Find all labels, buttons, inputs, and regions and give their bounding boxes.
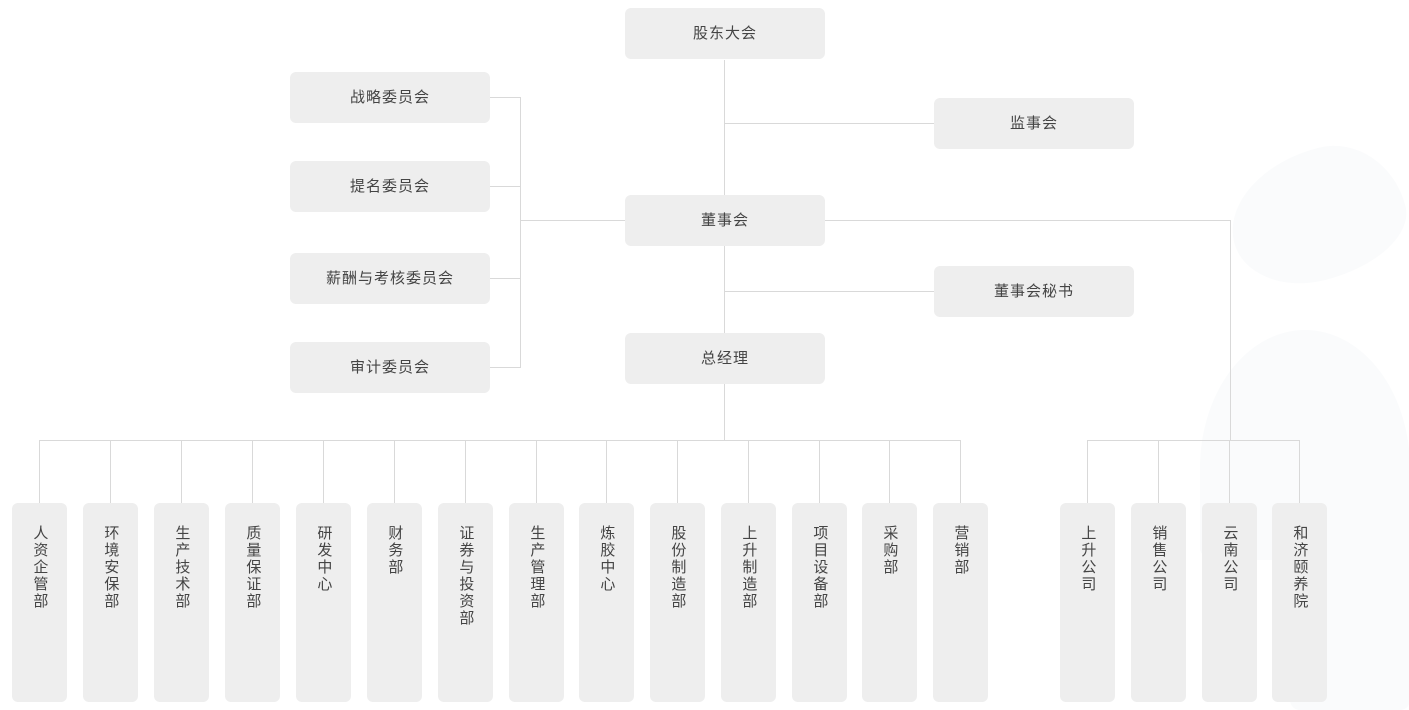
node-committee-remuneration-appraisal[interactable]: 薪酬与考核委员会: [290, 253, 490, 304]
node-subsidiary[interactable]: 销售公司: [1131, 503, 1186, 702]
node-label: 人资企管部: [31, 525, 49, 610]
node-label: 炼胶中心: [598, 525, 616, 593]
node-department[interactable]: 质量保证部: [225, 503, 280, 702]
node-label: 上升公司: [1079, 525, 1097, 593]
connector-board-to-secretary: [724, 291, 934, 292]
subsidiary-drop-line: [1299, 440, 1300, 503]
connector-committee-1: [490, 97, 521, 98]
subsidiary-horizontal-bus: [1087, 440, 1299, 441]
node-label: 项目设备部: [811, 525, 829, 610]
node-subsidiary[interactable]: 云南公司: [1202, 503, 1257, 702]
department-drop-line: [181, 440, 182, 503]
node-subsidiary[interactable]: 上升公司: [1060, 503, 1115, 702]
node-label: 环境安保部: [102, 525, 120, 610]
connector-board-to-committees: [520, 220, 625, 221]
node-label: 证券与投资部: [457, 525, 475, 627]
department-drop-line: [748, 440, 749, 503]
node-label: 云南公司: [1221, 525, 1239, 593]
node-general-manager[interactable]: 总经理: [625, 333, 825, 384]
node-subsidiary[interactable]: 和济颐养院: [1272, 503, 1327, 702]
node-department[interactable]: 项目设备部: [792, 503, 847, 702]
node-department[interactable]: 人资企管部: [12, 503, 67, 702]
node-label: 销售公司: [1150, 525, 1168, 593]
connector-board-to-subsidiaries-drop: [1230, 220, 1231, 441]
department-drop-line: [252, 440, 253, 503]
department-drop-line: [819, 440, 820, 503]
node-label: 生产技术部: [173, 525, 191, 610]
node-department[interactable]: 炼胶中心: [579, 503, 634, 702]
node-committee-nomination[interactable]: 提名委员会: [290, 161, 490, 212]
node-board-of-directors[interactable]: 董事会: [625, 195, 825, 246]
node-department[interactable]: 财务部: [367, 503, 422, 702]
department-drop-line: [677, 440, 678, 503]
connector-board-to-subsidiaries: [825, 220, 1231, 221]
node-committee-strategy[interactable]: 战略委员会: [290, 72, 490, 123]
connector-board-to-gm: [724, 246, 725, 333]
node-department[interactable]: 股份制造部: [650, 503, 705, 702]
department-drop-line: [536, 440, 537, 503]
node-shareholders-meeting[interactable]: 股东大会: [625, 8, 825, 59]
node-label: 上升制造部: [740, 525, 758, 610]
node-board-of-supervisors[interactable]: 监事会: [934, 98, 1134, 149]
node-label: 和济颐养院: [1291, 525, 1309, 610]
node-label: 采购部: [881, 525, 899, 576]
connector-committee-2: [490, 186, 521, 187]
node-label: 营销部: [952, 525, 970, 576]
subsidiary-drop-line: [1158, 440, 1159, 503]
node-department[interactable]: 生产管理部: [509, 503, 564, 702]
department-drop-line: [323, 440, 324, 503]
department-drop-line: [889, 440, 890, 503]
connector-shareholders-to-board: [724, 60, 725, 195]
connector-committee-3: [490, 278, 521, 279]
node-department[interactable]: 证券与投资部: [438, 503, 493, 702]
node-department[interactable]: 营销部: [933, 503, 988, 702]
department-drop-line: [606, 440, 607, 503]
node-label: 生产管理部: [528, 525, 546, 610]
node-label: 股份制造部: [669, 525, 687, 610]
node-label: 质量保证部: [244, 525, 262, 610]
node-department[interactable]: 生产技术部: [154, 503, 209, 702]
department-drop-line: [960, 440, 961, 503]
node-department[interactable]: 研发中心: [296, 503, 351, 702]
subsidiary-drop-line: [1229, 440, 1230, 503]
node-committee-audit[interactable]: 审计委员会: [290, 342, 490, 393]
department-drop-line: [39, 440, 40, 503]
department-drop-line: [394, 440, 395, 503]
node-label: 研发中心: [315, 525, 333, 593]
node-label: 财务部: [386, 525, 404, 576]
background-watermark-shape: [1216, 130, 1409, 300]
department-drop-line: [465, 440, 466, 503]
committee-vertical-bus: [520, 97, 521, 367]
node-board-secretary[interactable]: 董事会秘书: [934, 266, 1134, 317]
node-department[interactable]: 采购部: [862, 503, 917, 702]
node-department[interactable]: 上升制造部: [721, 503, 776, 702]
department-horizontal-bus: [39, 440, 960, 441]
subsidiary-drop-line: [1087, 440, 1088, 503]
node-department[interactable]: 环境安保部: [83, 503, 138, 702]
connector-committee-4: [490, 367, 521, 368]
connector-gm-to-departments: [724, 384, 725, 441]
connector-shareholders-to-supervisors: [724, 123, 934, 124]
department-drop-line: [110, 440, 111, 503]
